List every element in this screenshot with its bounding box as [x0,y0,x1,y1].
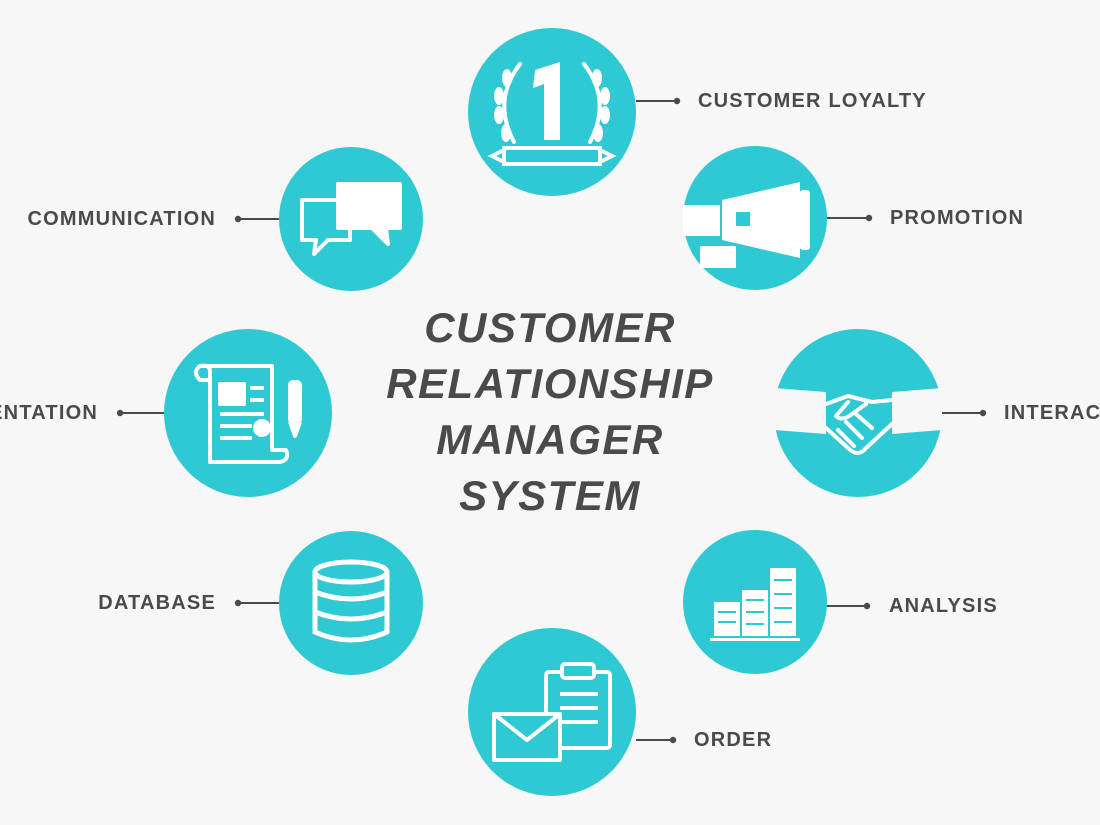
label-customer-loyalty: CUSTOMER LOYALTY [698,90,927,112]
node-database [279,531,423,675]
megaphone-icon [683,182,810,268]
speech-bubbles-icon [300,182,402,256]
connectors [116,97,987,744]
connector-loyalty [636,97,681,105]
bar-chart-icon [710,568,800,641]
title-line-3: MANAGER [436,416,664,463]
label-communication: COMMUNICATION [27,208,216,230]
label-database: DATABASE [98,592,216,614]
label-analysis: ANALYSIS [889,595,998,617]
node-analysis [683,530,827,674]
handshake-icon [774,388,942,455]
node-order [468,628,636,796]
title-line-4: SYSTEM [459,472,641,519]
label-interaction: INTERACTION [1004,402,1100,424]
connector-communication [234,215,280,223]
node-documentation [164,329,332,497]
center-title: CUSTOMER RELATIONSHIP MANAGER SYSTEM [330,300,770,524]
label-order: ORDER [694,729,773,751]
connector-database [234,599,280,607]
connector-order [636,736,677,744]
connector-interaction [942,409,987,417]
connector-promotion [826,214,873,222]
title-line-1: CUSTOMER [424,304,676,351]
envelope-clipboard-icon [492,662,612,762]
database-icon [312,559,390,643]
connector-analysis [826,602,871,610]
node-promotion [683,146,827,290]
label-documentation: DOCUMENTATION [0,402,98,424]
document-pen-icon [194,363,302,464]
laurel-number-one-icon [487,62,617,166]
node-customer-loyalty [468,28,636,196]
connector-documentation [116,409,164,417]
node-communication [279,147,423,291]
node-interaction [774,329,942,497]
title-line-2: RELATIONSHIP [386,360,714,407]
label-promotion: PROMOTION [890,207,1025,229]
